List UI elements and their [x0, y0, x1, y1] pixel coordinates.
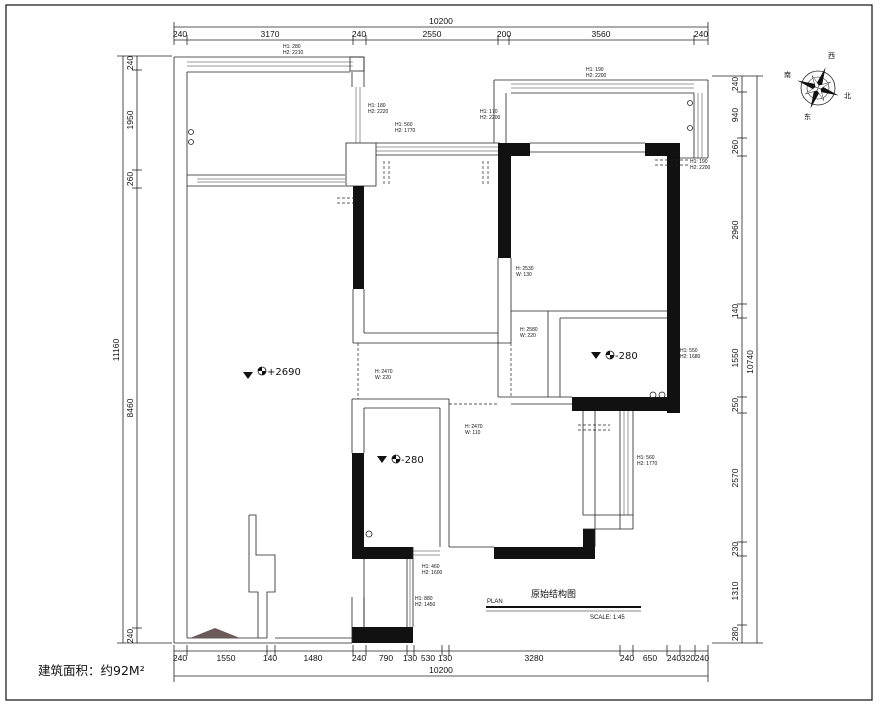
- top-dim-6: 3560: [592, 29, 611, 39]
- right-dim-3: 260: [730, 140, 740, 154]
- note-w4-h1: H1: 170: [480, 109, 498, 115]
- left-dimension-chain: 240 1950 260 8460 240 11160: [111, 55, 172, 644]
- note-b3-w: W: 220: [375, 375, 391, 381]
- note-w2-h2: H2: 2200: [586, 73, 607, 79]
- note-w8-h1: H1: 560: [637, 455, 655, 461]
- note-w10-h2: H2: 1450: [415, 602, 436, 608]
- note-w6-h1: H1: 190: [690, 159, 708, 165]
- note-b1-w: W: 130: [516, 272, 532, 278]
- bottom-dim-11: 240: [620, 653, 634, 663]
- pipes: [188, 100, 693, 538]
- left-dim-4: 8460: [125, 398, 135, 417]
- note-w2-h1: H1: 190: [586, 67, 604, 73]
- bottom-dim-5: 240: [352, 653, 366, 663]
- right-dim-9: 230: [730, 542, 740, 556]
- entrance-marker: [190, 628, 240, 638]
- left-total-dimension: 11160: [111, 339, 121, 362]
- dashed-openings: [337, 159, 690, 431]
- title-block: PLAN 原始结构图 SCALE: 1:45: [486, 588, 641, 621]
- note-w1-h1: H1: 280: [283, 44, 301, 50]
- compass-west: 西: [828, 52, 835, 60]
- note-w7-h2: H2: 1680: [680, 354, 701, 360]
- right-dim-10: 1310: [730, 581, 740, 600]
- annotations: H1: 280 H2: 2210 H1: 190 H2: 2200 H1: 18…: [283, 44, 711, 608]
- bottom-dim-12: 650: [643, 653, 657, 663]
- note-w3-h2: H2: 2220: [368, 109, 389, 115]
- bottom-dim-10: 3280: [525, 653, 544, 663]
- bottom-dim-6: 790: [379, 653, 393, 663]
- bottom-total-dimension: 10200: [429, 665, 453, 675]
- note-w3-h1: H1: 180: [368, 103, 386, 109]
- compass-south: 南: [784, 70, 791, 79]
- note-w5-h1: H1: 560: [395, 122, 413, 128]
- note-w4-h2: H2: 2200: [480, 115, 501, 121]
- level-bath2: -280: [401, 455, 424, 466]
- level-living: +2690: [267, 367, 301, 378]
- compass-rose: 西 北 东 南: [784, 52, 851, 121]
- right-dimension-chain: 240 940 260 2960 140 1550 250 2570 230 1…: [712, 75, 763, 644]
- plan-outline: [173, 56, 709, 643]
- left-dim-3: 260: [125, 172, 135, 186]
- note-w1-h2: H2: 2210: [283, 50, 304, 56]
- note-b3-h: H: 2470: [375, 369, 393, 375]
- top-dim-3: 240: [352, 29, 366, 39]
- note-b4-w: W: 110: [465, 430, 481, 436]
- right-dim-1: 240: [730, 77, 740, 91]
- right-dim-7: 250: [730, 398, 740, 412]
- bottom-dimension-chain: 240 1550 140 1480 240 790 130 530 130 32…: [173, 645, 709, 682]
- plan-label: PLAN: [487, 599, 503, 605]
- right-total-dimension: 10740: [745, 350, 755, 374]
- building-area: 建筑面积：约92M²: [38, 663, 145, 678]
- note-b2-h: H: 2580: [520, 327, 538, 333]
- top-dim-1: 240: [173, 29, 187, 39]
- drawing-title: 原始结构图: [531, 588, 576, 600]
- bottom-dim-14: 320: [681, 653, 695, 663]
- right-dim-6: 1550: [730, 348, 740, 367]
- right-dim-2: 940: [730, 108, 740, 122]
- note-b2-w: W: 220: [520, 333, 536, 339]
- left-dim-2: 1950: [125, 110, 135, 129]
- top-dimension-chain: 10200 240 3170 240 2550 200 3560 240: [173, 16, 709, 45]
- top-dim-7: 240: [694, 29, 708, 39]
- level-marker-living: +2690: [243, 366, 301, 379]
- bottom-dim-13: 240: [667, 653, 681, 663]
- right-dim-8: 2570: [730, 468, 740, 487]
- level-marker-bath2: -280: [377, 454, 424, 466]
- drawing-frame: [5, 4, 873, 701]
- right-dim-5: 140: [730, 304, 740, 318]
- top-total-dimension: 10200: [429, 16, 453, 26]
- bottom-dim-2: 1550: [217, 653, 236, 663]
- scale-label: SCALE: 1:45: [590, 615, 625, 621]
- structural-walls: [352, 143, 680, 643]
- top-dim-5: 200: [497, 29, 511, 39]
- left-dim-1: 240: [125, 56, 135, 70]
- level-bath1: -280: [615, 351, 638, 362]
- level-marker-bath1: -280: [591, 350, 638, 362]
- right-dim-11: 280: [730, 627, 740, 641]
- note-w7-h1: H1: 550: [680, 348, 698, 354]
- note-w6-h2: H2: 2200: [690, 165, 711, 171]
- bottom-dim-9: 130: [438, 653, 452, 663]
- note-w5-h2: H2: 1770: [395, 128, 416, 134]
- bottom-dim-4: 1480: [304, 653, 323, 663]
- note-w8-h2: H2: 1770: [637, 461, 658, 467]
- bottom-dim-15: 240: [695, 653, 709, 663]
- bottom-dim-7: 130: [403, 653, 417, 663]
- bottom-dim-8: 530: [421, 653, 435, 663]
- bottom-dim-3: 140: [263, 653, 277, 663]
- interior-walls: [174, 258, 667, 644]
- note-b4-h: H: 2470: [465, 424, 483, 430]
- bottom-dim-1: 240: [173, 653, 187, 663]
- note-w10-h1: H1: 880: [415, 596, 433, 602]
- compass-north: 北: [844, 92, 851, 100]
- note-w9-h2: H2: 1600: [422, 570, 443, 576]
- note-w9-h1: H1: 460: [422, 564, 440, 570]
- top-dim-4: 2550: [423, 29, 442, 39]
- right-dim-4: 2960: [730, 220, 740, 239]
- left-dim-5: 240: [125, 629, 135, 643]
- compass-east: 东: [804, 112, 811, 121]
- top-dim-2: 3170: [261, 29, 280, 39]
- note-b1-h: H: 2530: [516, 266, 534, 272]
